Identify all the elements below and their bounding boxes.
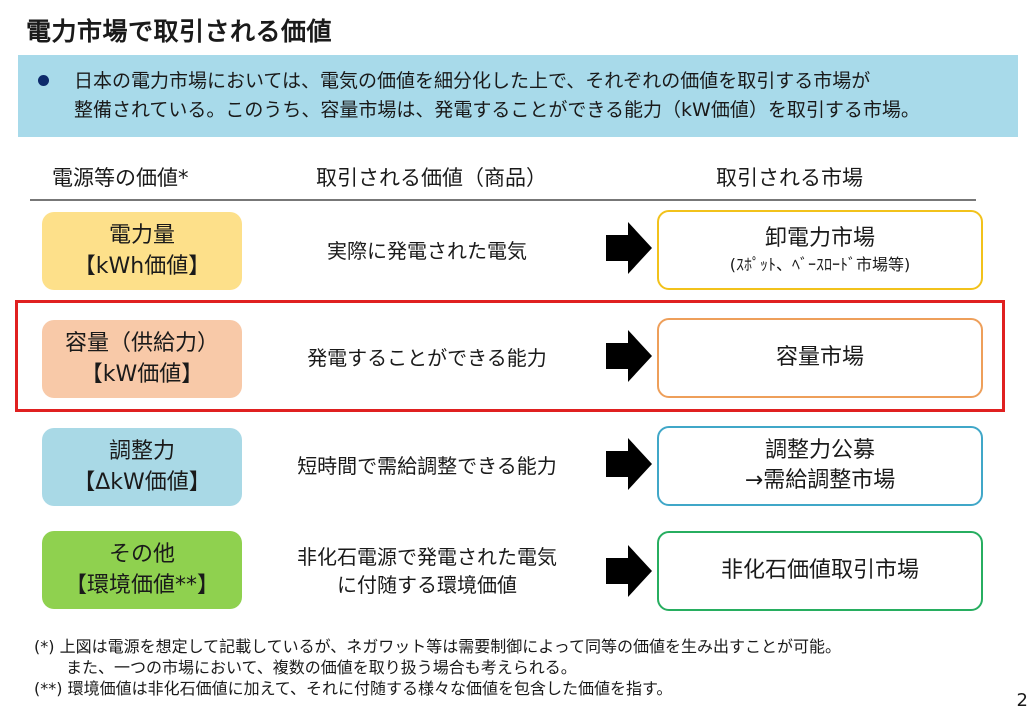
commodity-kw: 発電することができる能力 xyxy=(262,332,592,384)
market-box-capacity: 容量市場 xyxy=(657,318,983,398)
market-box-wholesale: 卸電力市場 (ｽﾎﾟｯﾄ、ﾍﾞｰｽﾛｰﾄﾞ市場等) xyxy=(657,210,983,290)
footnote-1: (*) 上図は電源を想定して記載しているが、ネガワット等は需要制御によって同等の… xyxy=(34,637,842,656)
commodity-environment: 非化石電源で発電された電気 に付随する環境価値 xyxy=(262,538,592,604)
commodity-kwh: 実際に発電された電気 xyxy=(262,225,592,277)
summary-line-1: 日本の電力市場においては、電気の価値を細分化した上で、それぞれの価値を取引する市… xyxy=(74,70,871,92)
market-box-non-fossil: 非化石価値取引市場 xyxy=(657,531,983,611)
page-title: 電力市場で取引される価値 xyxy=(26,17,333,46)
header-market: 取引される市場 xyxy=(716,166,863,190)
commodity-line: 非化石電源で発電された電気 xyxy=(297,545,557,569)
header-divider xyxy=(30,199,976,201)
market-sublabel: (ｽﾎﾟｯﾄ、ﾍﾞｰｽﾛｰﾄﾞ市場等) xyxy=(729,255,911,274)
market-label: 卸電力市場 xyxy=(764,226,875,251)
commodity-line: に付随する環境価値 xyxy=(337,573,517,597)
header-value: 電源等の価値* xyxy=(52,166,189,190)
footnotes: (*) 上図は電源を想定して記載しているが、ネガワット等は需要制御によって同等の… xyxy=(34,636,841,699)
value-tag: 【kW価値】 xyxy=(80,362,204,387)
header-commodity: 取引される価値（商品） xyxy=(316,166,547,190)
value-box-environment: その他 【環境価値**】 xyxy=(42,531,242,609)
market-label: 非化石価値取引市場 xyxy=(720,558,919,583)
value-box-kw: 容量（供給力） 【kW価値】 xyxy=(42,320,242,398)
value-box-delta-kw: 調整力 【ΔkW価値】 xyxy=(42,428,242,506)
commodity-line: 短時間で需給調整できる能力 xyxy=(297,454,557,478)
page-number: 2 xyxy=(1016,690,1028,711)
commodity-line: 実際に発電された電気 xyxy=(327,239,527,263)
footnote-2: (**) 環境価値は非化石価値に加えて、それに付随する様々な価値を包含した価値を… xyxy=(34,679,673,698)
value-label: 調整力 xyxy=(108,439,175,464)
highlight-frame xyxy=(15,300,1005,412)
market-label: 調整力公募 xyxy=(764,438,875,463)
right-arrow-icon xyxy=(606,330,652,382)
right-arrow-icon xyxy=(606,545,652,597)
footnote-1-cont: また、一つの市場において、複数の価値を取り扱う場合も考えられる。 xyxy=(34,658,577,677)
summary-box: 日本の電力市場においては、電気の価値を細分化した上で、それぞれの価値を取引する市… xyxy=(18,55,1018,137)
right-arrow-icon xyxy=(606,222,652,274)
value-tag: 【ΔkW価値】 xyxy=(73,470,211,495)
value-box-kwh: 電力量 【kWh価値】 xyxy=(42,212,242,290)
right-arrow-icon xyxy=(606,438,652,490)
value-label: 電力量 xyxy=(108,223,175,248)
commodity-delta-kw: 短時間で需給調整できる能力 xyxy=(262,440,592,492)
bullet-icon xyxy=(38,75,49,86)
commodity-line: 発電することができる能力 xyxy=(307,346,547,370)
value-label: 容量（供給力） xyxy=(64,331,219,356)
market-sublabel: →需給調整市場 xyxy=(744,468,896,493)
market-box-balancing: 調整力公募 →需給調整市場 xyxy=(657,426,983,506)
value-tag: 【kWh価値】 xyxy=(73,254,211,279)
market-label: 容量市場 xyxy=(775,345,864,370)
summary-line-2: 整備されている。このうち、容量市場は、発電することができる能力（kW価値）を取引… xyxy=(74,99,920,121)
value-tag: 【環境価値**】 xyxy=(64,573,219,598)
value-label: その他 xyxy=(108,542,175,567)
